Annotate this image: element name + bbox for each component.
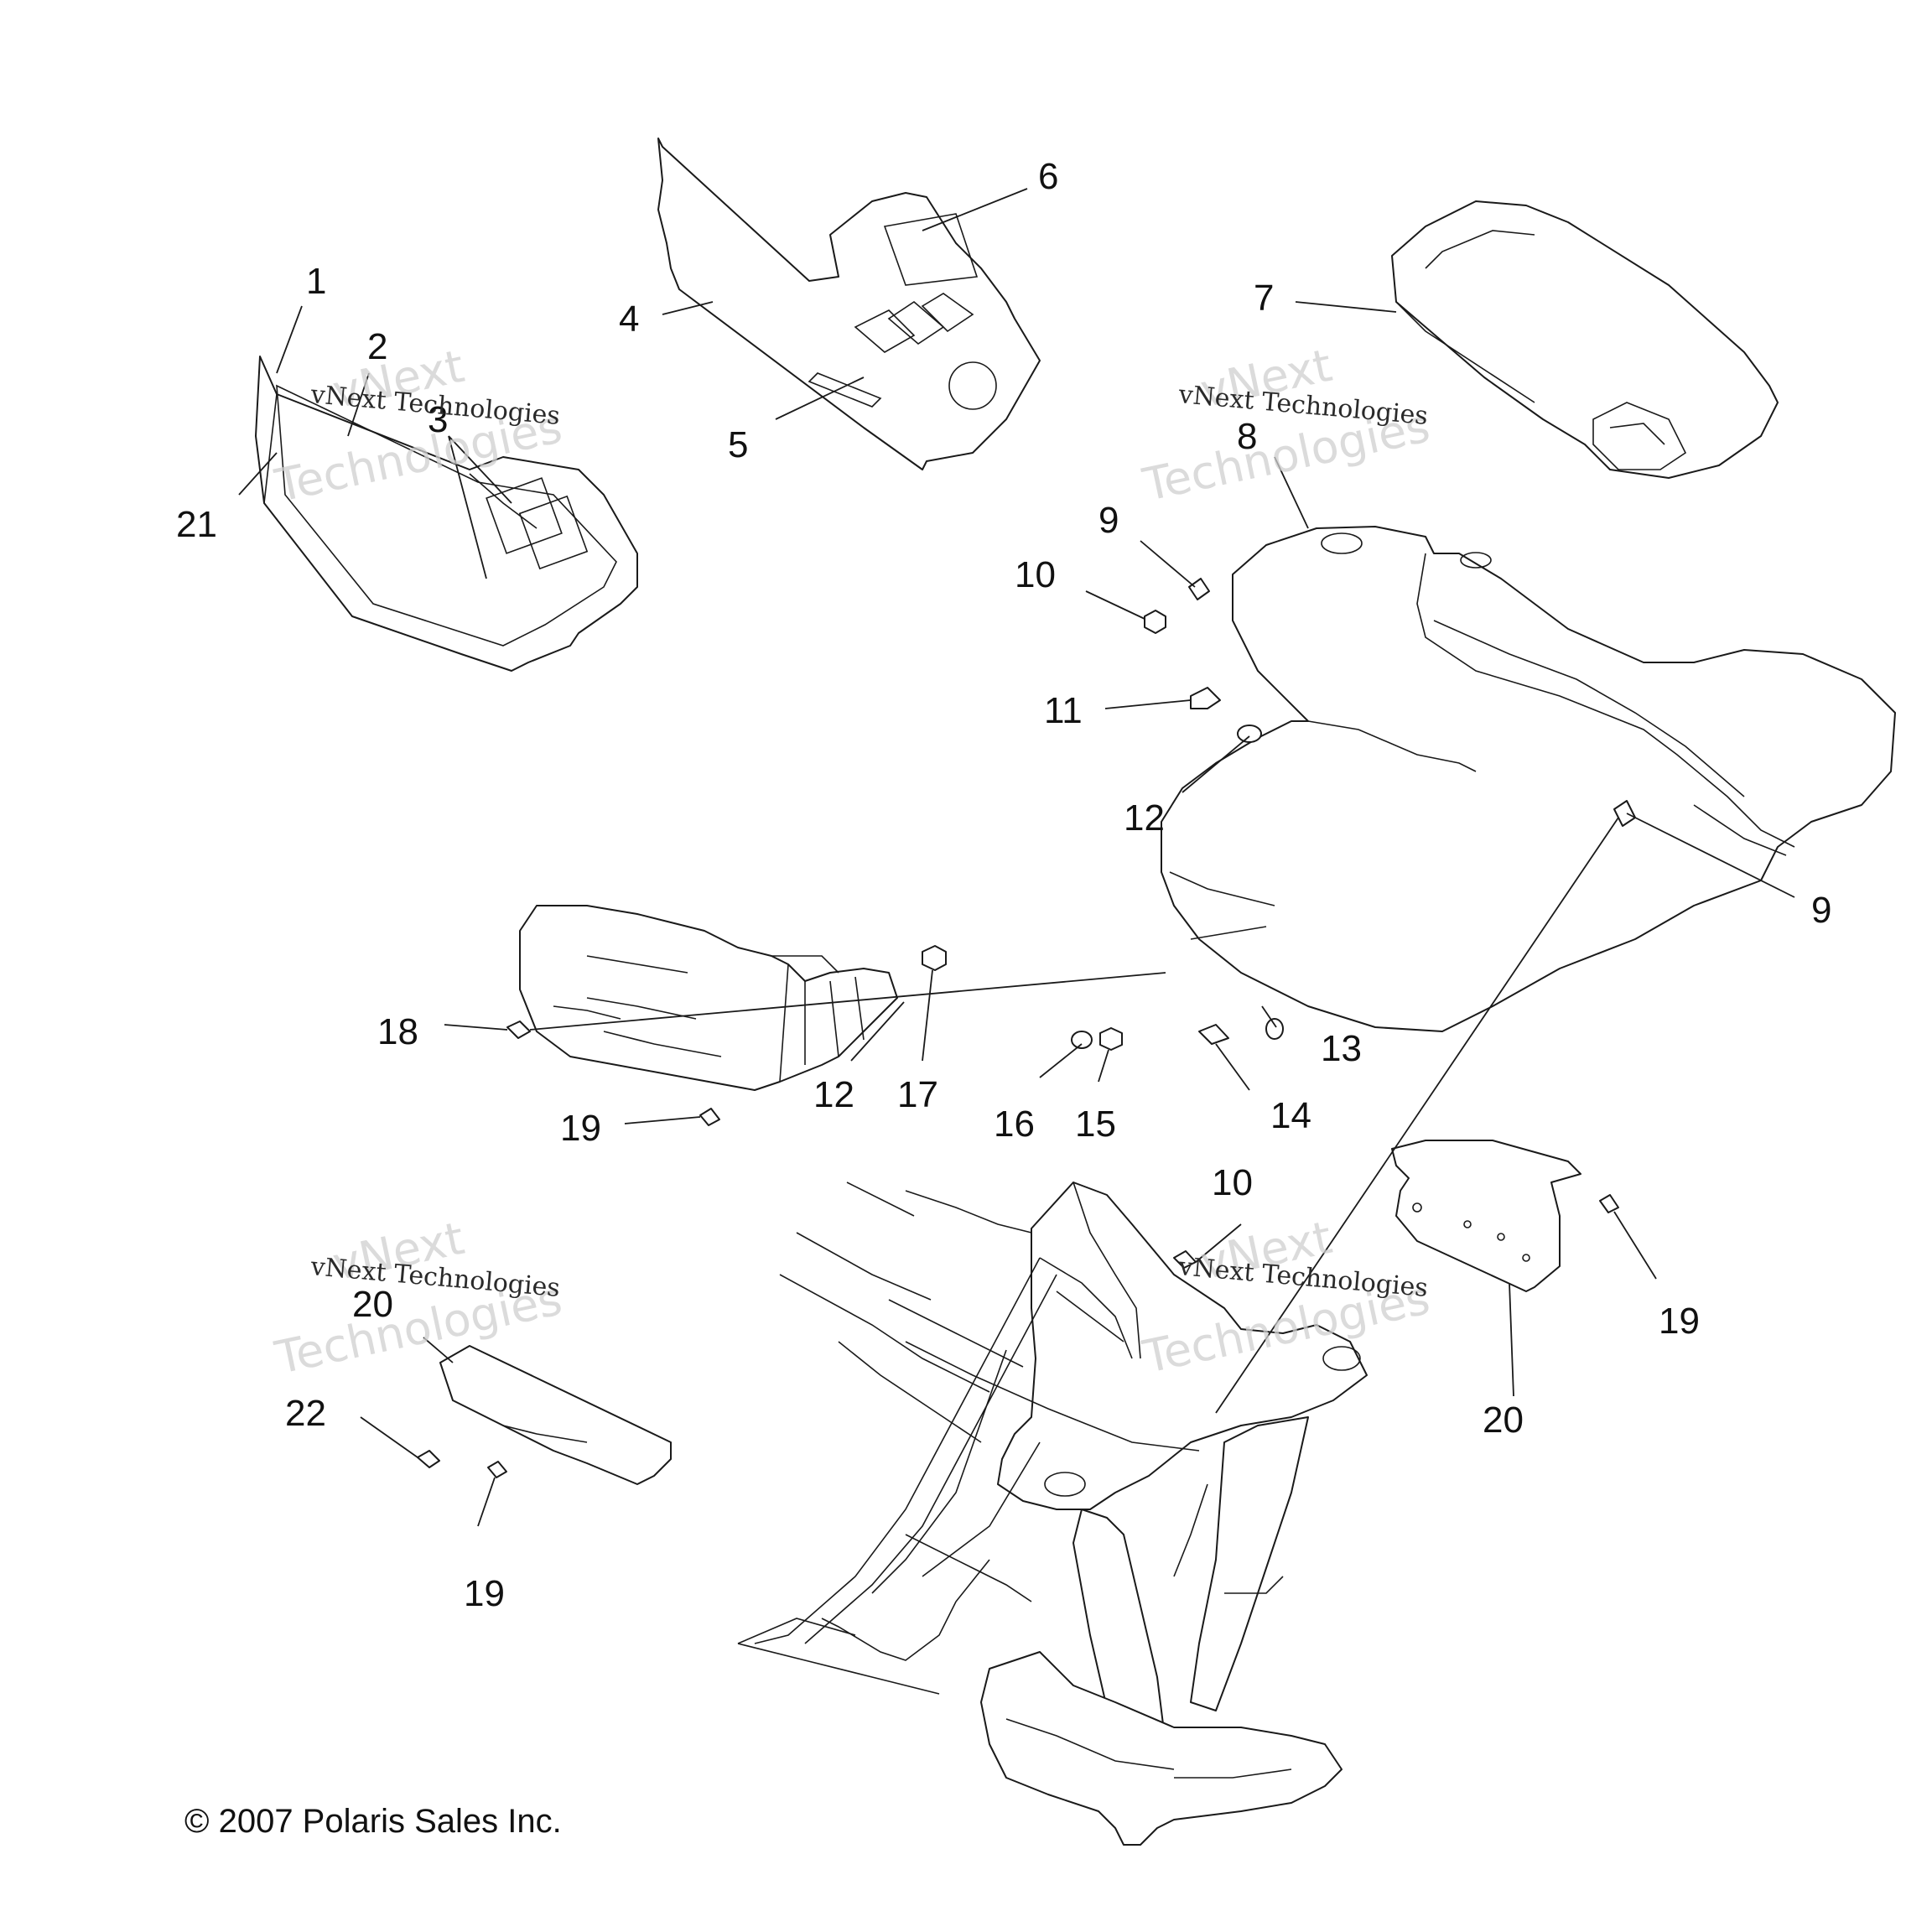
seat (1391, 200, 1779, 479)
callout-10b: 10 (1212, 1162, 1253, 1203)
callout-8: 8 (1237, 416, 1257, 457)
hardware-parts (417, 578, 1636, 1478)
callout-21: 21 (176, 504, 217, 545)
rivet-19-right (1599, 1194, 1619, 1213)
callout-6: 6 (1038, 156, 1058, 197)
callout-19a: 19 (560, 1108, 601, 1149)
center-upper-panel (657, 138, 1041, 470)
washer-13 (1265, 1018, 1284, 1040)
callout-16: 16 (994, 1104, 1035, 1145)
callout-3: 3 (428, 399, 448, 440)
bolt-14 (1198, 1024, 1229, 1045)
callout-1: 1 (306, 261, 326, 302)
clip-9-top (1188, 578, 1210, 600)
screw-18 (506, 1021, 531, 1039)
callout-4: 4 (619, 299, 639, 340)
nut-17 (922, 945, 947, 971)
fastener-10-top (1144, 610, 1166, 634)
copyright-notice: © 2007 Polaris Sales Inc. (184, 1803, 562, 1840)
callout-10a: 10 (1015, 554, 1056, 595)
callout-12a: 12 (1124, 797, 1165, 839)
callout-numbers: 1 2 3 4 5 6 7 8 9 10 11 12 9 18 12 17 16… (176, 156, 1831, 1614)
left-skid-plate-20 (439, 1345, 672, 1485)
rear-fender-body (1161, 526, 1896, 1032)
callout-9a: 9 (1098, 500, 1119, 541)
washer-12-top (1237, 724, 1262, 743)
main-frame (737, 1182, 1368, 1846)
callout-14: 14 (1270, 1095, 1311, 1136)
callout-15: 15 (1075, 1104, 1116, 1145)
callout-19c: 19 (464, 1573, 505, 1614)
rivet-19-left (487, 1461, 507, 1478)
callout-11: 11 (1044, 690, 1083, 731)
callout-20a: 20 (1483, 1400, 1524, 1441)
callout-19b: 19 (1659, 1301, 1700, 1342)
bolt-11 (1190, 687, 1221, 709)
callout-2: 2 (367, 326, 387, 367)
callout-17: 17 (897, 1074, 938, 1115)
callout-12b: 12 (813, 1074, 854, 1115)
washer-16 (1071, 1031, 1093, 1049)
callout-5: 5 (728, 424, 748, 465)
callout-20b: 20 (352, 1284, 393, 1325)
leader-lines (238, 188, 1795, 1527)
nut-15 (1099, 1027, 1123, 1051)
bolt-22 (417, 1450, 440, 1468)
callout-22: 22 (285, 1393, 326, 1434)
callout-13: 13 (1321, 1028, 1362, 1069)
callout-9b: 9 (1811, 890, 1831, 931)
right-bracket-20 (1391, 1140, 1581, 1292)
left-side-panel (255, 356, 638, 672)
callout-18: 18 (377, 1011, 418, 1052)
callout-7: 7 (1254, 278, 1274, 319)
rivet-19-middle (699, 1108, 720, 1126)
front-rack (519, 905, 898, 1091)
